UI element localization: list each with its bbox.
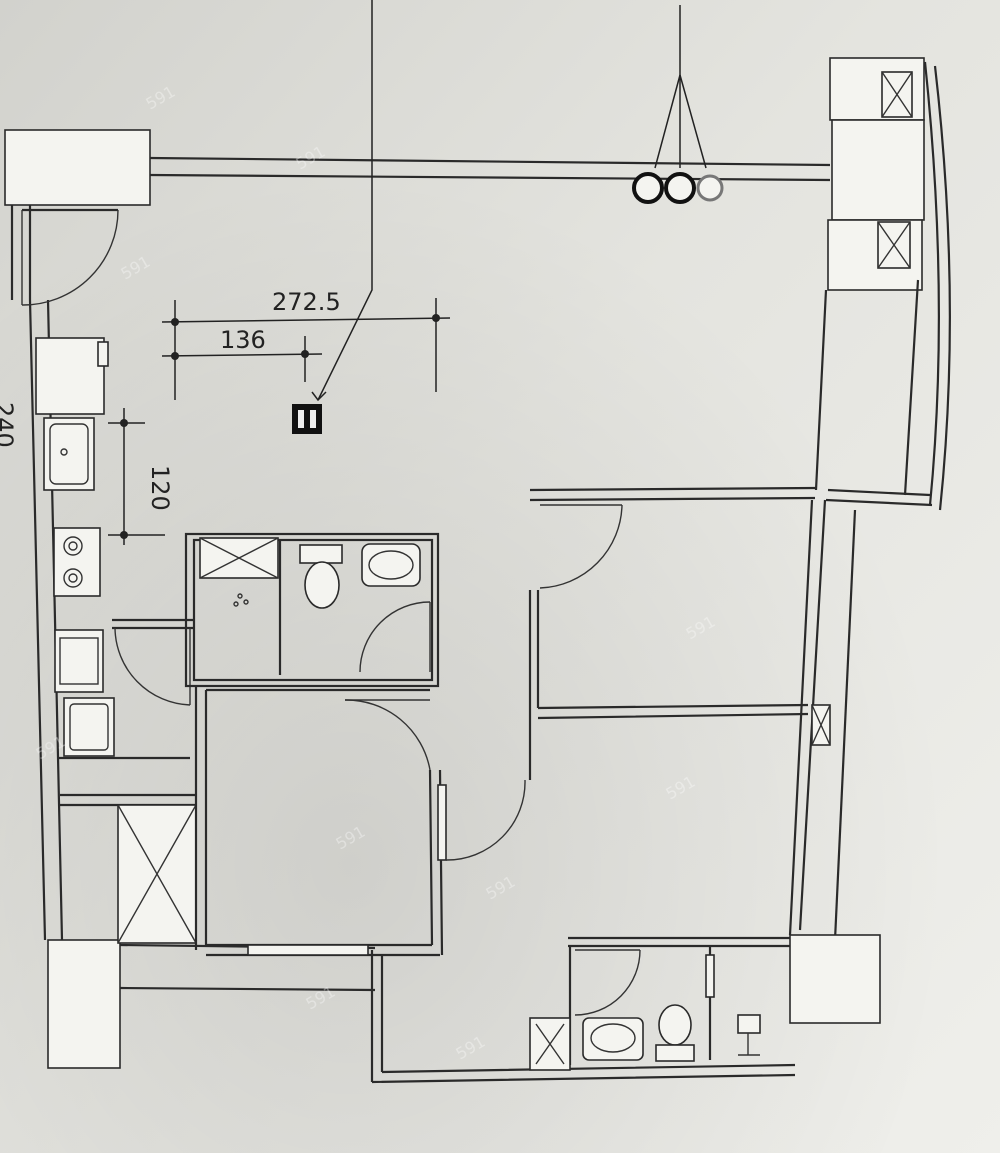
top-wall <box>4 129 831 206</box>
right-wall <box>788 57 951 1024</box>
tv-outlet-icon <box>664 172 696 204</box>
dim-label-width-partial: 136 <box>220 326 266 354</box>
entrance-door <box>21 208 119 306</box>
ceiling-box-icon <box>292 404 322 434</box>
laundry-area <box>54 629 376 992</box>
electrical-symbols <box>292 0 724 434</box>
washer <box>63 697 115 757</box>
dimension-lines <box>108 298 451 545</box>
bathroom-2 <box>370 936 796 1084</box>
bedroom-1 <box>194 686 444 957</box>
utility-door <box>112 618 195 706</box>
toilet-tank-1 <box>299 544 343 564</box>
kitchen-counter <box>35 337 109 597</box>
toilet-2 <box>658 1004 692 1046</box>
toilet-tank-2 <box>655 1044 695 1062</box>
window-bedroom-1 <box>247 944 369 956</box>
power-outlet-icon <box>632 172 664 204</box>
toilet-1 <box>304 561 340 609</box>
bathroom-1 <box>184 532 440 688</box>
dim-label-width-total: 272.5 <box>272 288 341 316</box>
dim-label-side: 240 <box>0 402 18 448</box>
left-wall <box>10 205 121 1069</box>
utility-sink <box>54 629 104 693</box>
fridge <box>35 337 105 415</box>
kitchen-sink <box>43 417 95 491</box>
corridor-door <box>437 590 532 861</box>
data-outlet-icon <box>696 174 724 202</box>
stove <box>53 527 101 597</box>
bedroom-2 <box>529 486 816 720</box>
dim-label-depth: 120 <box>146 465 174 511</box>
